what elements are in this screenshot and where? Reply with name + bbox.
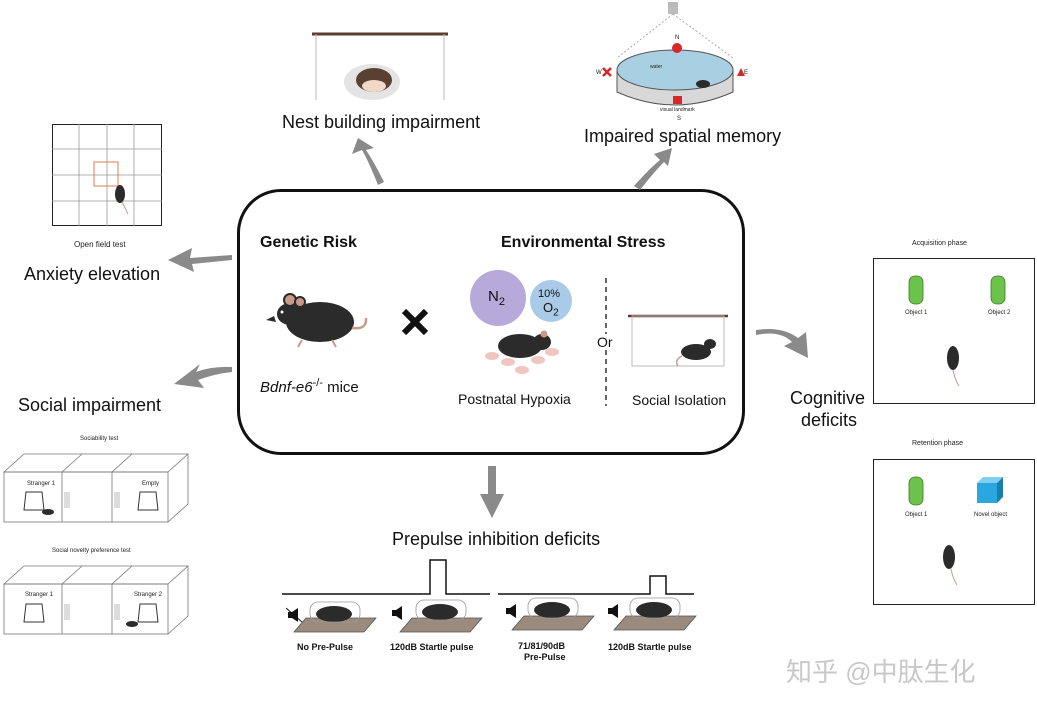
ppi-waveform-and-setups — [282, 559, 697, 633]
sociability-box-illustration — [2, 453, 190, 523]
retention-phase-label: Retention phase — [912, 440, 963, 447]
empty-label: Empty — [142, 481, 160, 487]
acquisition-panel — [873, 258, 1035, 404]
environmental-stress-title: Environmental Stress — [501, 234, 666, 251]
acquisition-phase-label: Acquisition phase — [912, 240, 967, 247]
startle-waveform-2 — [498, 575, 694, 595]
arrow-to-nest — [352, 138, 384, 185]
isolation-cage-illustration — [628, 314, 728, 367]
visual-landmark-label: visual landmark — [660, 107, 695, 113]
compass-e: E — [744, 70, 749, 76]
object2-label: Object 2 — [988, 310, 1011, 316]
social-novelty-box-illustration — [2, 565, 190, 635]
social-novelty-test-label: Social novelty preference test — [52, 548, 131, 554]
anxiety-elevation-label: Anxiety elevation — [24, 264, 161, 284]
prepulse-levels-label: 71/81/90dB — [518, 641, 566, 651]
arrow-to-spatial — [634, 148, 672, 190]
or-label: Or — [597, 334, 613, 350]
compass-w: W — [596, 70, 602, 76]
spatial-memory-label: Impaired spatial memory — [584, 126, 782, 146]
retention-panel — [873, 459, 1035, 605]
open-field-test-label: Open field test — [74, 240, 126, 249]
water-maze-illustration — [602, 2, 745, 106]
postnatal-hypoxia-label: Postnatal Hypoxia — [458, 391, 571, 407]
o2-label: O2 — [543, 300, 559, 319]
open-field-grid-lines — [52, 124, 162, 226]
hypoxia-mice-illustration — [485, 330, 559, 374]
arrow-to-social — [174, 364, 232, 388]
nest-cage-illustration — [312, 32, 448, 100]
o2-circle — [530, 280, 572, 322]
nest-building-label: Nest building impairment — [282, 112, 481, 132]
arrow-to-cognitive — [756, 329, 808, 358]
arrow-to-ppi — [480, 466, 504, 518]
retention-objects — [908, 476, 1003, 586]
startle-waveform-1 — [282, 559, 490, 595]
novel-object-label: Novel object — [974, 512, 1008, 518]
water-label: water — [650, 64, 663, 70]
prepulse-label: Pre-Pulse — [524, 652, 566, 662]
social-impairment-label: Social impairment — [18, 395, 162, 415]
bdnf-mouse-illustration — [266, 293, 368, 348]
object1-label-a: Object 1 — [905, 310, 928, 316]
sociability-test-label: Sociability test — [80, 436, 119, 442]
bdnf-mouse-label: Bdnf-e6-/- mice — [260, 377, 359, 396]
object1-label-b: Object 1 — [905, 512, 928, 518]
compass-s: S — [677, 116, 682, 122]
n2-label: N2 — [488, 288, 505, 308]
o2-percent-label: 10% — [538, 288, 561, 300]
genetic-risk-title: Genetic Risk — [260, 234, 357, 251]
social-isolation-label: Social Isolation — [632, 392, 727, 408]
stranger1-label-b: Stranger 1 — [25, 592, 54, 598]
cross-icon — [401, 308, 429, 336]
watermark: 知乎 @中肽生化 — [786, 657, 976, 687]
n2-circle — [470, 270, 526, 326]
stranger1-label-a: Stranger 1 — [27, 481, 56, 487]
compass-n: N — [675, 35, 680, 41]
no-prepulse-label: No Pre-Pulse — [297, 642, 354, 652]
acquisition-objects — [908, 275, 1006, 387]
startle-pulse-label-1: 120dB Startle pulse — [390, 642, 474, 652]
cognitive-label-line2: deficits — [801, 410, 858, 430]
stranger2-label: Stranger 2 — [134, 592, 163, 598]
arrow-to-anxiety — [168, 248, 232, 272]
startle-pulse-label-2: 120dB Startle pulse — [608, 642, 692, 652]
ppi-deficits-label: Prepulse inhibition deficits — [392, 529, 601, 549]
cognitive-label-line1: Cognitive — [790, 388, 866, 408]
